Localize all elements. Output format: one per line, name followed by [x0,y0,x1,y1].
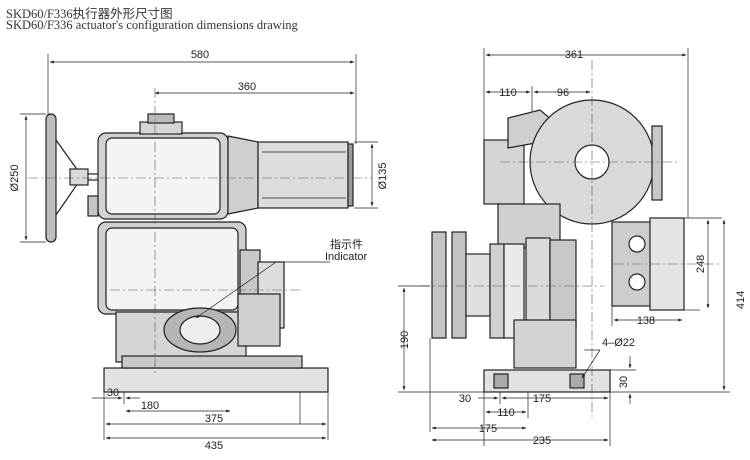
dim-414: 414 [735,291,747,309]
dim-30-base: 30 [618,376,630,388]
indicator-label-english: Indicator [325,251,368,263]
dim-dia-250: Ø250 [9,165,21,192]
motor [227,135,354,215]
dim-435: 435 [205,440,223,452]
dim-248: 248 [695,255,707,273]
dim-dia-135: Ø135 [377,163,389,190]
upper-housing [87,113,229,220]
drawing-title-chinese: SKD60/F336执行器外形尺寸图 [6,7,173,21]
indicator-label-chinese: 指示件 [330,237,363,251]
dim-580: 580 [191,49,209,61]
side-view-centerlines [420,60,720,420]
dim-361: 361 [565,49,583,61]
dim-180: 180 [141,400,159,412]
dim-96: 96 [557,87,569,99]
dim-110-top: 110 [499,87,517,99]
dim-30-side: 30 [459,393,471,405]
side-output-flanges [431,231,577,369]
dim-190: 190 [399,331,411,349]
drawing-title-english: SKD60/F336 actuator's configuration dime… [6,18,298,32]
dim-175-bottom: 175 [479,423,497,435]
dim-175-top: 175 [533,393,551,405]
side-base-plate [483,369,611,393]
dim-110-bottom: 110 [497,407,515,419]
front-view [45,113,354,393]
dim-235: 235 [533,435,551,447]
dim-30-left: 30 [107,387,119,399]
front-view-centerlines [28,88,372,375]
dim-375: 375 [205,413,223,425]
dim-360: 360 [238,81,256,93]
gearbox-base [103,293,329,393]
hole-callout: 4–Ø22 [602,337,635,349]
side-view-dimensions [398,48,730,446]
side-view [431,99,685,393]
dim-138: 138 [637,315,655,327]
front-view-dimensions [20,54,378,440]
